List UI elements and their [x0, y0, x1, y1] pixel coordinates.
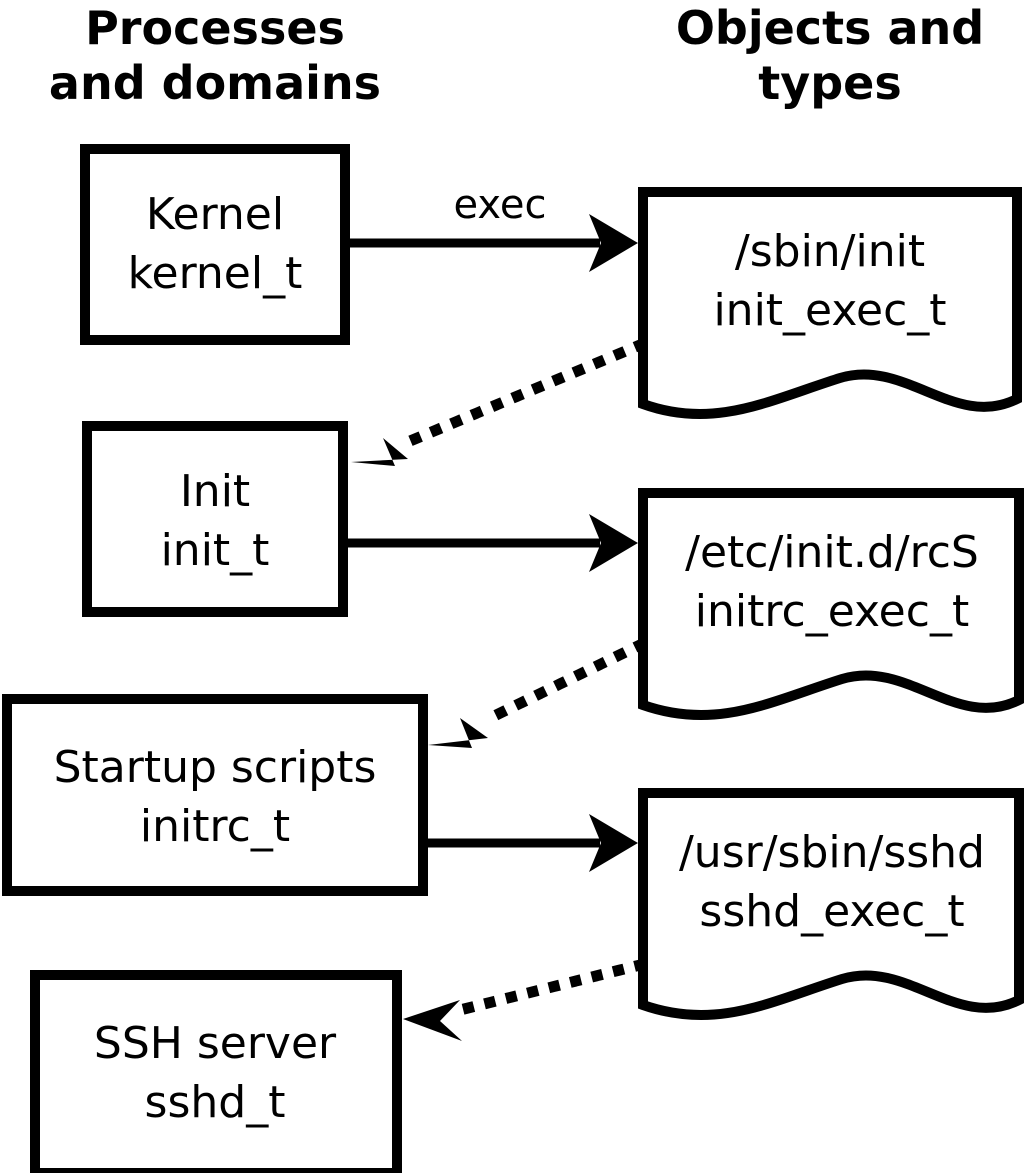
- edge-init-exec-arrowhead: [589, 514, 638, 572]
- column-heading-processes-line2: and domains: [49, 56, 381, 110]
- object-node-init_exec[interactable]: /sbin/init init_exec_t: [638, 187, 1022, 420]
- process-node-kernel-box[interactable]: [80, 144, 350, 345]
- process-node-initrc[interactable]: Startup scripts initrc_t: [2, 694, 428, 896]
- object-node-sshd_exec[interactable]: /usr/sbin/sshd sshd_exec_t: [638, 788, 1024, 1021]
- object-node-initrc_exec-shape[interactable]: [638, 488, 1024, 721]
- edge-kernel-exec-init_exec: exec: [350, 182, 638, 272]
- edge-sshd_exec-transition-line: [453, 958, 647, 1017]
- edge-init-exec-initrc_exec: [348, 514, 638, 572]
- edge-initrc_exec-transition-initrc: [428, 637, 648, 748]
- edge-initrc-exec-sshd_exec: [428, 814, 638, 872]
- edge-init_exec-transition-line: [402, 337, 648, 449]
- process-node-init[interactable]: Init init_t: [82, 421, 348, 617]
- column-heading-objects-line2: types: [758, 56, 901, 110]
- process-node-kernel-line1: Kernel: [146, 189, 284, 240]
- process-node-initrc-line1: Startup scripts: [54, 742, 377, 793]
- object-node-initrc_exec-line2: initrc_exec_t: [695, 586, 969, 637]
- object-node-sshd_exec-line1: /usr/sbin/sshd: [679, 827, 985, 878]
- edge-init_exec-transition-arrowhead: [351, 438, 408, 466]
- process-node-init-box[interactable]: [82, 421, 348, 617]
- edge-sshd_exec-transition-sshd: [403, 958, 647, 1041]
- process-node-initrc-box[interactable]: [2, 694, 428, 896]
- object-node-init_exec-shape[interactable]: [638, 187, 1022, 420]
- column-heading-objects: Objects and types: [676, 1, 984, 110]
- edge-label-exec: exec: [454, 182, 547, 228]
- column-heading-objects-line1: Objects and: [676, 1, 984, 55]
- process-node-sshd-line2: sshd_t: [145, 1077, 286, 1128]
- object-node-initrc_exec-line1: /etc/init.d/rcS: [685, 527, 979, 578]
- edge-kernel-exec-arrowhead: [589, 214, 638, 272]
- column-heading-processes: Processes and domains: [49, 1, 381, 110]
- process-node-initrc-line2: initrc_t: [140, 801, 290, 852]
- edge-initrc_exec-transition-arrowhead: [428, 718, 488, 748]
- edge-init_exec-transition-init: [351, 337, 648, 466]
- process-node-sshd[interactable]: SSH server sshd_t: [30, 970, 402, 1173]
- edge-initrc_exec-transition-line: [482, 637, 648, 726]
- edge-sshd_exec-transition-arrowhead: [403, 1000, 462, 1041]
- object-node-sshd_exec-shape[interactable]: [638, 788, 1024, 1021]
- process-node-sshd-box[interactable]: [30, 970, 402, 1173]
- edge-initrc-exec-arrowhead: [589, 814, 638, 872]
- object-node-sshd_exec-line2: sshd_exec_t: [699, 886, 964, 937]
- object-node-initrc_exec[interactable]: /etc/init.d/rcS initrc_exec_t: [638, 488, 1024, 721]
- object-node-init_exec-line1: /sbin/init: [735, 226, 925, 277]
- process-node-sshd-line1: SSH server: [94, 1018, 337, 1069]
- object-node-init_exec-line2: init_exec_t: [713, 285, 946, 336]
- process-node-kernel-line2: kernel_t: [128, 248, 303, 299]
- column-heading-processes-line1: Processes: [85, 1, 345, 55]
- process-node-init-line2: init_t: [161, 525, 270, 576]
- process-node-kernel[interactable]: Kernel kernel_t: [80, 144, 350, 345]
- process-node-init-line1: Init: [180, 466, 250, 517]
